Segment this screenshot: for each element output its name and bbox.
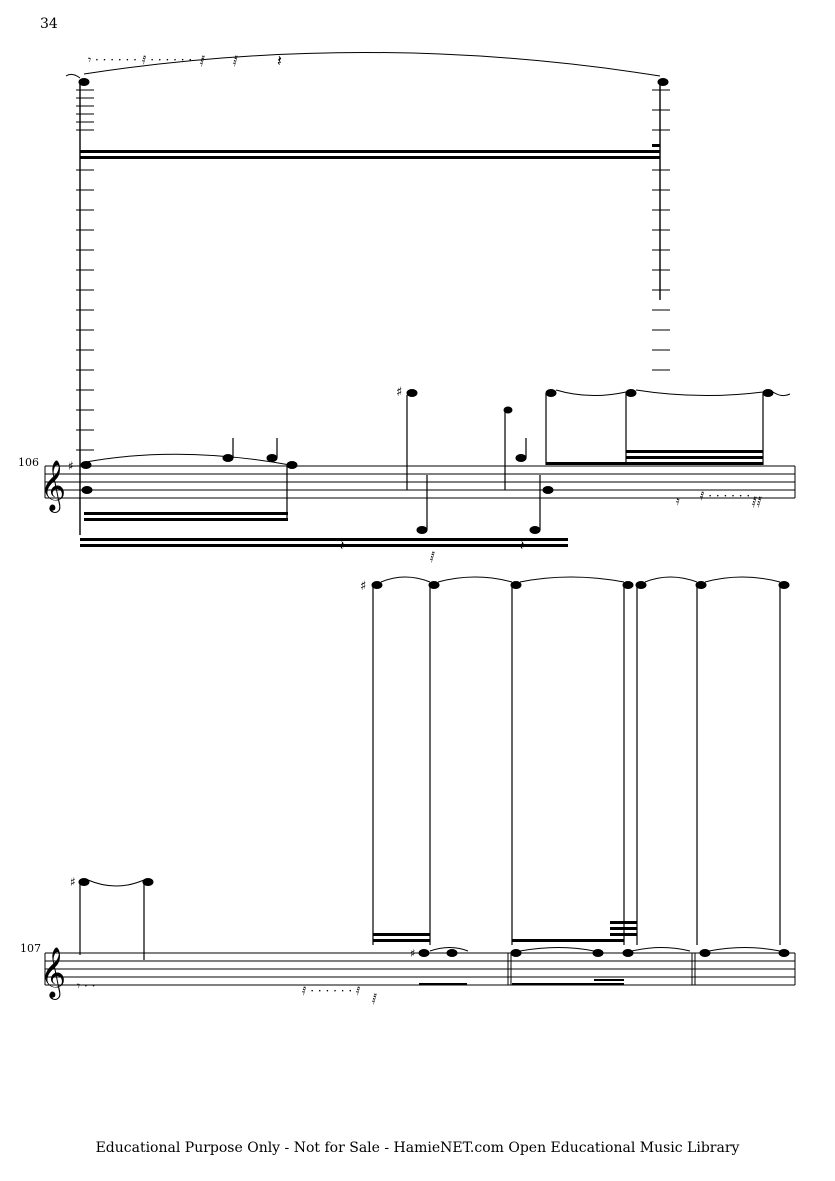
svg-text:𝅁: 𝅁 xyxy=(233,53,238,67)
svg-text:𝄽: 𝄽 xyxy=(277,51,282,70)
svg-text:𝅁𝅁: 𝅁𝅁 xyxy=(752,494,762,508)
svg-text:♯: ♯ xyxy=(68,459,74,473)
treble-clef-icon-2: 𝄞 xyxy=(40,947,66,1000)
svg-text:𝅀 · · · · · · 𝅀: 𝅀 · · · · · · 𝅀 xyxy=(302,984,361,998)
upper-voice-106: 𝄾 · · · · · · 𝅀 · · · · · · 𝅁 𝅁 𝄽 xyxy=(65,51,670,535)
svg-text:𝄾 · · · · · ·: 𝄾 · · · · · · xyxy=(88,53,137,67)
staff-system-107 xyxy=(44,952,796,986)
staff-system-106 xyxy=(44,465,796,499)
measure-number-106: 106 xyxy=(18,456,39,469)
svg-text:𝅁: 𝅁 xyxy=(200,53,205,67)
svg-text:𝅀 · · · · · ·: 𝅀 · · · · · · xyxy=(700,489,750,503)
svg-text:♯: ♯ xyxy=(396,385,402,400)
svg-text:♯: ♯ xyxy=(70,875,76,889)
treble-clef-icon: 𝄞 xyxy=(40,460,66,513)
svg-text:𝄿: 𝄿 xyxy=(676,494,680,508)
page-number: 34 xyxy=(40,16,58,32)
notes-106: ♯ ♯ 𝄽 � xyxy=(68,385,791,563)
footer-notice: Educational Purpose Only - Not for Sale … xyxy=(95,1140,740,1156)
svg-text:𝅁: 𝅁 xyxy=(430,549,435,563)
svg-text:♯: ♯ xyxy=(410,947,415,960)
svg-text:𝅀 · · · · · ·: 𝅀 · · · · · · xyxy=(142,53,192,67)
svg-text:𝄽: 𝄽 xyxy=(520,538,524,554)
measure-number-107: 107 xyxy=(20,942,41,955)
svg-text:𝄾 · ·: 𝄾 · · xyxy=(77,979,95,993)
svg-text:𝄽: 𝄽 xyxy=(340,538,344,554)
svg-text:♯: ♯ xyxy=(360,579,366,594)
notes-107: ♯ 𝄾 · · 𝅀 · · · · · · 𝅀 𝅁 ♯ xyxy=(70,576,790,1005)
svg-text:𝅁: 𝅁 xyxy=(372,991,377,1005)
